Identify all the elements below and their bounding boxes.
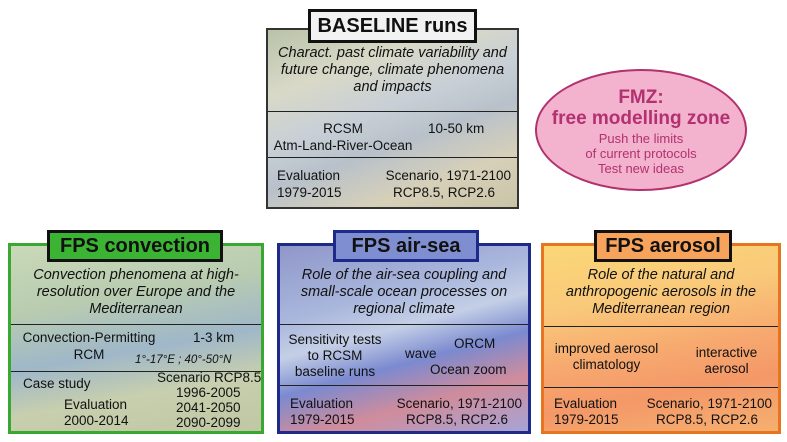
baseline-evaluation-period: 1979-2015 [277,185,342,200]
fmz-title-line2: free modelling zone [551,108,731,129]
convection-model-line1: Convection-Permitting [22,330,156,345]
airsea-description: Role of the air-sea coupling and small-s… [300,267,508,317]
baseline-evaluation-label: Evaluation [277,168,341,183]
convection-panel: Convection phenomena at high-resolution … [8,243,264,434]
airsea-panel: Role of the air-sea coupling and small-s… [277,243,531,434]
convection-title: FPS convection [47,230,223,262]
aerosol-improved-line1: improved aerosol [554,341,659,356]
convection-period2: 2041-2050 [176,400,241,415]
convection-runs-section: Case study Scenario RCP8.5 1996-2005 204… [11,370,262,433]
convection-period3: 2090-2099 [176,415,241,430]
convection-domain: 1°-17°E ; 40°-50°N [135,354,232,366]
airsea-rcps: RCP8.5, RCP2.6 [405,412,508,427]
airsea-orcm: ORCM [454,336,496,351]
airsea-sens-line2: to RCSM [307,348,363,363]
aerosol-options-section: improved aerosol climatology interactive… [544,326,778,387]
baseline-resolution: 10-50 km [428,121,485,136]
aerosol-title-text: FPS aerosol [605,234,721,257]
convection-description: Convection phenomena at high-resolution … [33,267,239,317]
baseline-rcps: RCP8.5, RCP2.6 [392,185,495,200]
convection-evaluation-label: Evaluation [64,397,128,412]
aerosol-evaluation-label: Evaluation [554,396,618,411]
aerosol-panel: Role of the natural and anthropogenic ae… [541,243,781,434]
airsea-ocean-zoom: Ocean zoom [430,362,507,377]
baseline-title: BASELINE runs [308,9,477,43]
airsea-sens-line1: Sensitivity tests [288,332,382,347]
aerosol-scenario: Scenario, 1971-2100 [646,396,772,411]
fmz-ellipse: FMZ: free modelling zone Push the limits… [535,69,747,191]
baseline-model-section: RCSM Atm-Land-River-Ocean 10-50 km [268,111,517,157]
baseline-panel: Charact. past climate variability and fu… [266,28,519,209]
fmz-line3: Test new ideas [598,161,684,176]
aerosol-description: Role of the natural and anthropogenic ae… [565,267,757,317]
fmz-title-line1: FMZ: [618,87,664,108]
airsea-title-text: FPS air-sea [351,234,461,257]
convection-period1: 1996-2005 [176,385,241,400]
baseline-description: Charact. past climate variability and fu… [278,45,507,95]
baseline-components: Atm-Land-River-Ocean [273,138,413,153]
aerosol-title: FPS aerosol [594,230,732,262]
baseline-model: RCSM [323,121,363,136]
convection-model-section: Convection-Permitting RCM 1-3 km 1°-17°E… [11,324,261,371]
airsea-sens-line3: baseline runs [294,364,376,379]
convection-case-study: Case study [23,376,91,391]
convection-scenario: Scenario RCP8.5 [157,370,262,385]
airsea-evaluation-label: Evaluation [290,396,354,411]
convection-model-line2: RCM [73,347,105,362]
aerosol-evaluation-period: 1979-2015 [554,412,619,427]
baseline-scenario: Scenario, 1971-2100 [385,168,511,183]
airsea-evaluation-period: 1979-2015 [290,412,355,427]
convection-evaluation-period: 2000-2014 [64,413,129,428]
airsea-scenario: Scenario, 1971-2100 [396,396,522,411]
aerosol-interactive-line2: aerosol [704,361,749,376]
airsea-title: FPS air-sea [333,230,479,262]
aerosol-interactive-line1: interactive [695,345,758,360]
airsea-runs-section: Evaluation 1979-2015 Scenario, 1971-2100… [280,385,528,433]
convection-resolution: 1-3 km [193,330,235,345]
baseline-runs-section: Evaluation 1979-2015 Scenario, 1971-2100… [268,157,517,207]
convection-title-text: FPS convection [59,234,211,257]
aerosol-improved-line2: climatology [572,357,641,372]
airsea-tests-section: Sensitivity tests to RCSM baseline runs … [280,324,528,385]
fmz-line1: Push the limits [598,131,684,146]
aerosol-rcps: RCP8.5, RCP2.6 [655,412,758,427]
aerosol-runs-section: Evaluation 1979-2015 Scenario, 1971-2100… [544,387,778,433]
fmz-line2: of current protocols [585,146,697,161]
baseline-title-text: BASELINE runs [317,14,468,37]
airsea-wave: wave [405,346,437,361]
